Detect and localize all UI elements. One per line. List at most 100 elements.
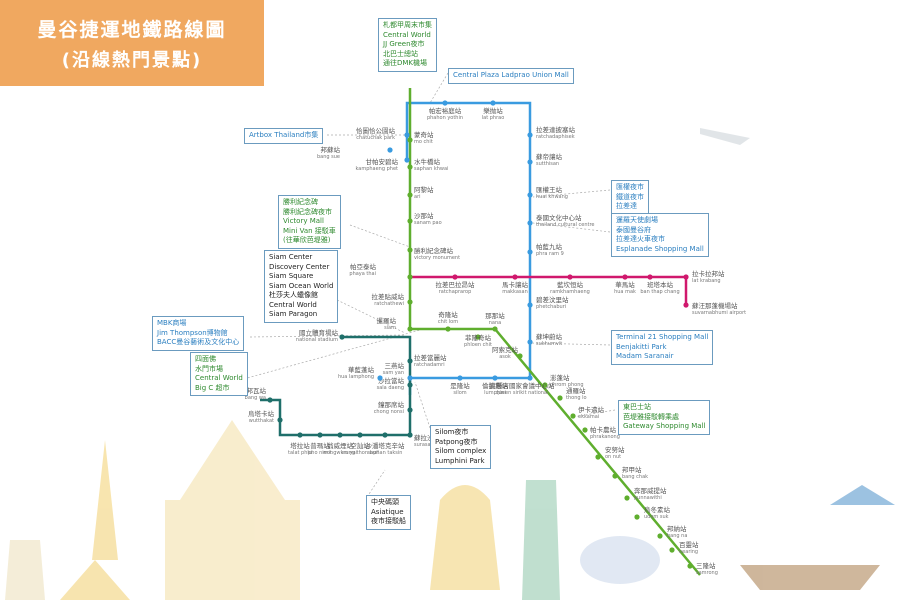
scenery-illustration (5, 128, 895, 600)
info-item: Victory Mall (283, 217, 324, 225)
info-item: Silom complex (435, 447, 487, 455)
boat-icon (740, 565, 880, 590)
station-name-en: wongwian yai (323, 450, 357, 456)
station-name-en: chatuchak park (356, 135, 395, 141)
station-name-cn: 翁威煙站 (327, 441, 354, 450)
info-item: Benjakitti Park (616, 342, 667, 351)
station-name-en: bang na (667, 533, 687, 539)
station-dot (490, 100, 496, 106)
info-item: 拉差達 (616, 202, 637, 210)
station-dot (377, 375, 383, 381)
station-dot (647, 274, 653, 280)
station-name-en: asok (499, 354, 511, 360)
station-name-en: silom (453, 390, 466, 396)
station-name-en: sam yan (383, 370, 404, 376)
station-name-en: sala daeng (377, 385, 404, 391)
station-name-en: bang wa (245, 395, 266, 401)
info-item: 泰國曼谷府 (616, 225, 651, 234)
info-item: 水門市場 (195, 364, 223, 373)
station-dot (687, 563, 693, 569)
info-box-ekkamai: 東巴士站 芭堤雅接駁轉乘處 Gateway Shopping Mall (618, 400, 711, 435)
station-dot (457, 375, 463, 381)
station-name-en: bearing (679, 549, 698, 555)
info-item: 四面佛 (195, 355, 216, 363)
station-name-cn: 蘇帝讓站 (536, 152, 563, 161)
station-dot (683, 302, 689, 308)
station-dot (492, 326, 498, 332)
station-name-cn: 詩麗吉國家會議中心站 (490, 381, 556, 390)
info-item: Terminal 21 Shopping Mall (616, 333, 709, 341)
station-name-en: national stadium (296, 337, 338, 343)
station-dot (407, 382, 413, 388)
station-dot (527, 339, 533, 345)
station-name-en: chit lom (438, 319, 458, 325)
station-name-cn: 拉差當麗站 (414, 353, 447, 362)
info-item: Central Plaza Ladprao Union Mall (453, 71, 569, 79)
airplane-icon (700, 128, 750, 145)
station-name-cn: 拉差巴拉昂站 (436, 280, 476, 289)
station-dot (407, 137, 413, 143)
station-name-cn: 沙潘塔克辛站 (366, 441, 406, 450)
station-name-cn: 塔拉站 (290, 441, 310, 450)
